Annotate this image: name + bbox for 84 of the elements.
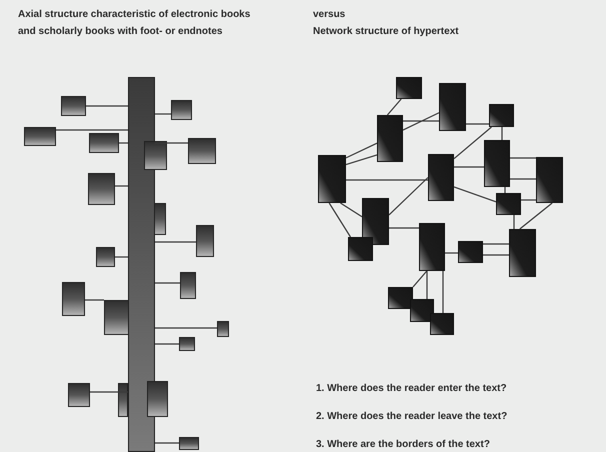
node-box [348, 237, 373, 261]
node-box [362, 198, 389, 245]
connector-line [340, 202, 362, 218]
node-box [147, 381, 168, 417]
connector-line [442, 271, 444, 313]
connector-line [389, 227, 419, 229]
node-box [180, 272, 196, 299]
connector-line [346, 154, 378, 166]
connector-line [346, 142, 378, 158]
node-box [430, 313, 454, 335]
node-box [188, 138, 216, 164]
connector-line [454, 186, 496, 202]
connector-line [388, 177, 428, 216]
node-box [388, 287, 413, 309]
connector-line [119, 142, 128, 144]
connector-line [466, 123, 489, 125]
connector-line [521, 199, 536, 201]
connector-line [155, 113, 171, 115]
connector-line [510, 157, 536, 159]
node-box [496, 193, 521, 215]
node-box [179, 437, 199, 450]
node-box [118, 383, 128, 417]
connector-line [445, 252, 458, 254]
axis-bar [128, 77, 155, 452]
connector-line [501, 127, 503, 140]
node-box [96, 247, 115, 267]
node-box [196, 225, 214, 257]
node-box [536, 157, 563, 203]
connector-line [155, 343, 179, 345]
heading-text: Network structure of hypertext [313, 25, 459, 39]
connector-line [483, 254, 509, 256]
connector-line [85, 299, 104, 301]
node-box [154, 203, 166, 235]
node-box [489, 104, 514, 127]
connector-line [402, 112, 440, 131]
node-box [217, 321, 229, 337]
connector-line [519, 202, 553, 230]
connector-line [155, 142, 188, 144]
node-box [88, 173, 115, 205]
node-box [484, 140, 510, 187]
connector-line [155, 282, 180, 284]
question-text: 1. Where does the reader enter the text? [316, 382, 507, 396]
node-box [509, 229, 536, 277]
node-box [171, 100, 192, 120]
node-box [179, 337, 195, 351]
node-box [144, 141, 167, 170]
node-box [396, 77, 422, 99]
node-box [104, 300, 129, 335]
connector-line [386, 98, 402, 116]
connector-line [426, 271, 428, 299]
connector-line [115, 185, 128, 187]
node-box [68, 383, 90, 407]
heading-text: Axial structure characteristic of electronic books and scholarly books with foot- or endnotes [18, 8, 252, 39]
connector-line [403, 120, 439, 122]
connector-line [510, 178, 536, 180]
connector-line [155, 241, 196, 243]
node-box [439, 83, 466, 131]
node-box [62, 282, 85, 316]
heading-text: versus [313, 8, 346, 22]
connector-line [155, 327, 217, 329]
node-box [89, 133, 119, 153]
connector-line [483, 243, 509, 245]
connector-line [454, 126, 492, 160]
connector-line [412, 270, 428, 288]
node-box [377, 115, 403, 162]
node-box [318, 155, 346, 203]
node-box [61, 96, 86, 116]
question-text: 3. Where are the borders of the text? [316, 438, 490, 452]
node-box [458, 241, 483, 263]
node-box [24, 127, 56, 146]
connector-line [504, 187, 506, 193]
node-box [428, 154, 454, 201]
connector-line [155, 442, 179, 444]
connector-line [86, 105, 128, 107]
connector-line [90, 391, 128, 393]
connector-line [454, 166, 484, 168]
node-box [410, 299, 434, 322]
connector-line [56, 129, 128, 131]
connector-line [115, 256, 128, 258]
question-text: 2. Where does the reader leave the text? [316, 410, 508, 424]
connector-line [513, 215, 515, 229]
connector-line [328, 202, 351, 238]
connector-line [346, 179, 428, 181]
node-box [419, 223, 445, 271]
